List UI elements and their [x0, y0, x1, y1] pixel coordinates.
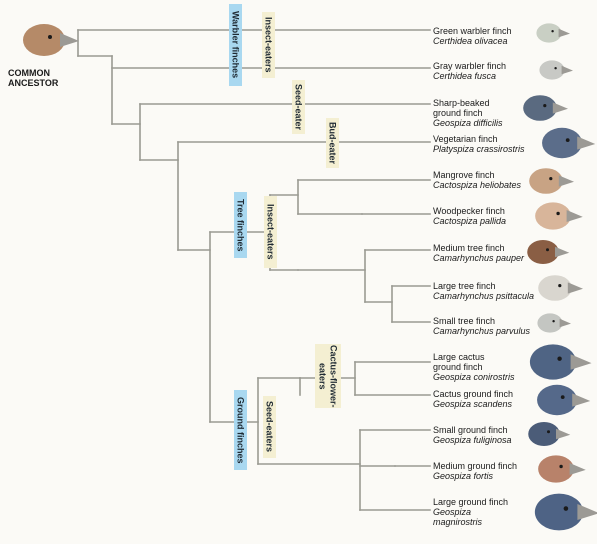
species-label: Large cactus ground finch Geospiza conir… [433, 352, 515, 382]
finch-head-7 [538, 275, 583, 301]
finch-head-13 [535, 494, 597, 531]
seed-eater-label: Seed-eater [292, 80, 305, 134]
common-ancestor-line-1: COMMON [8, 68, 58, 78]
finch-head-0 [536, 23, 570, 42]
species-label: Cactus ground finch Geospiza scandens [433, 389, 513, 409]
species-label: Sharp-beaked ground finch Geospiza diffi… [433, 98, 503, 128]
species-label: Mangrove finch Cactospiza heliobates [433, 170, 521, 190]
finch-head-9 [530, 344, 592, 379]
insect-eaters-warbler-label: Insect-eaters [262, 12, 275, 78]
species-label: Gray warbler finch Certhidea fusca [433, 61, 506, 81]
finch-head-6 [527, 240, 569, 264]
species-label: Medium tree finch Camarhynchus pauper [433, 243, 524, 263]
finch-head-5 [535, 202, 583, 229]
species-label: Small tree finch Camarhynchus parvulus [433, 316, 530, 336]
ancestor-finch-head [23, 24, 79, 56]
finch-head-4 [529, 168, 574, 194]
common-ancestor-label: COMMON ANCESTOR [8, 68, 58, 88]
finch-head-12 [538, 455, 586, 482]
species-label: Vegetarian finch Platyspiza crassirostri… [433, 134, 525, 154]
warbler-finches-label: Warbler finches [229, 4, 242, 86]
cactus-flower-eaters-label: Cactus-flower- eaters [315, 344, 341, 408]
finch-head-11 [528, 422, 570, 446]
species-label: Medium ground finch Geospiza fortis [433, 461, 517, 481]
finch-head-10 [537, 385, 590, 415]
bud-eater-label: Bud-eater [326, 118, 339, 168]
seed-eaters-ground-label: Seed-eaters [263, 396, 276, 458]
species-label: Small ground finch Geospiza fuliginosa [433, 425, 512, 445]
finch-head-3 [542, 128, 595, 158]
ground-finches-label: Ground finches [234, 390, 247, 470]
species-label: Large ground finch Geospiza magnirostris [433, 497, 508, 527]
tree-finches-label: Tree finches [234, 192, 247, 258]
insect-eaters-tree-label: Insect-eaters [264, 196, 277, 268]
species-label: Green warbler finch Certhidea olivacea [433, 26, 512, 46]
finch-head-2 [523, 95, 568, 121]
finch-head-1 [539, 60, 573, 79]
species-label: Large tree finch Camarhynchus psittacula [433, 281, 534, 301]
finch-head-8 [537, 313, 571, 332]
species-label: Woodpecker finch Cactospiza pallida [433, 206, 506, 226]
common-ancestor-line-2: ANCESTOR [8, 78, 58, 88]
